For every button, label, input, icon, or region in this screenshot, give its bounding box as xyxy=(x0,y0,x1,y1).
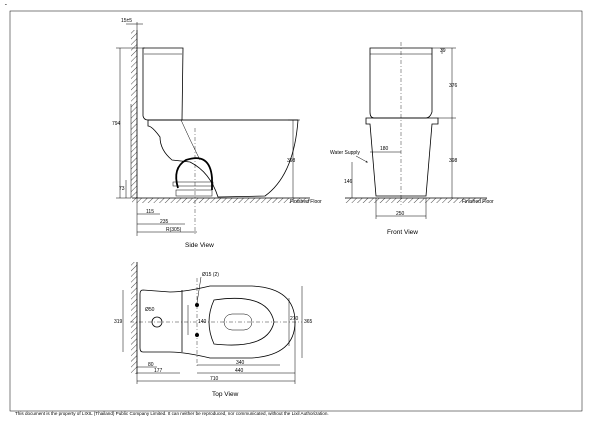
top-outline xyxy=(139,285,296,359)
dim-115: 115 xyxy=(146,209,154,215)
top-view: Ø50 Ø15 (2) 319 140 270 365 340 80 177 4… xyxy=(114,262,313,398)
dim-39: 39 xyxy=(440,48,446,54)
corner-mark: ˜ xyxy=(4,4,7,10)
dim-15pm5: 15±5 xyxy=(121,18,132,24)
dim-398-side: 398 xyxy=(287,158,296,164)
side-bowl-outline xyxy=(147,119,299,198)
front-floor-hatch xyxy=(345,198,487,203)
dim-365: 365 xyxy=(304,319,313,325)
water-supply-label: Water Supply xyxy=(330,150,360,156)
front-floor-label: Finished Floor xyxy=(462,199,494,205)
dim-140: 140 xyxy=(198,319,207,325)
front-view: Water Supply 180 146 250 39 376 398 Fini… xyxy=(330,42,494,236)
front-bowl-outline xyxy=(365,117,439,197)
side-wall-hatch xyxy=(131,30,137,198)
front-view-title: Front View xyxy=(387,229,418,236)
top-wall-hatch xyxy=(131,262,137,374)
side-floor-label: Finished Floor xyxy=(290,199,322,205)
inlet-dia-label: Ø15 (2) xyxy=(202,272,219,278)
hole-bottom xyxy=(195,333,199,337)
sheet-border xyxy=(9,10,583,412)
waste-hole-label: Ø50 xyxy=(145,307,155,313)
dim-outlet-73: 73 xyxy=(119,186,125,192)
dim-80: 80 xyxy=(148,362,154,368)
dim-710: 710 xyxy=(210,376,219,382)
dim-440: 440 xyxy=(235,368,244,374)
dim-rough-in: R(305) xyxy=(166,227,182,233)
side-tank-outline xyxy=(142,47,184,121)
dim-235: 235 xyxy=(160,219,169,225)
waste-hole-ring xyxy=(151,316,163,328)
dim-177: 177 xyxy=(154,368,163,374)
dim-794: 794 xyxy=(112,121,121,127)
dim-146: 146 xyxy=(344,179,353,185)
top-seat-opening xyxy=(208,297,275,346)
dim-376: 376 xyxy=(449,83,458,89)
dim-340: 340 xyxy=(236,360,245,366)
dim-319: 319 xyxy=(114,319,123,325)
dim-180: 180 xyxy=(380,146,389,152)
side-view: 794 73 398 15±5 115 235 R(305) Finished … xyxy=(112,18,322,249)
top-view-title: Top View xyxy=(212,391,239,398)
dim-398-front: 398 xyxy=(449,158,458,164)
side-view-title: Side View xyxy=(185,242,214,249)
footer-text: This document is the property of LIXIL (… xyxy=(15,411,329,416)
dim-250: 250 xyxy=(396,211,405,217)
side-floor-hatch xyxy=(132,198,310,203)
dim-270: 270 xyxy=(290,316,299,322)
hole-top xyxy=(195,303,199,307)
side-trap xyxy=(175,157,213,190)
